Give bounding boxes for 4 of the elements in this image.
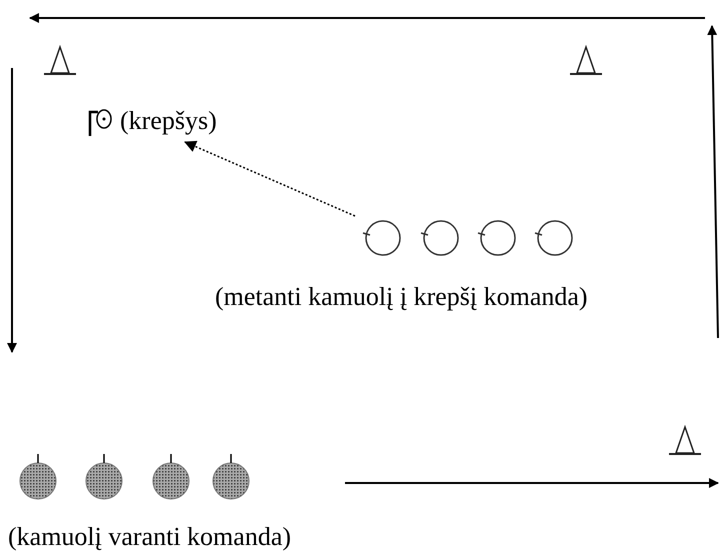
- team-caption: (kamuolį varanti komanda): [8, 522, 292, 552]
- dotted-arrow: [184, 140, 356, 217]
- team-caption: (metanti kamuolį į krepšį komanda): [215, 282, 588, 312]
- basket-label: (krepšys): [120, 106, 217, 136]
